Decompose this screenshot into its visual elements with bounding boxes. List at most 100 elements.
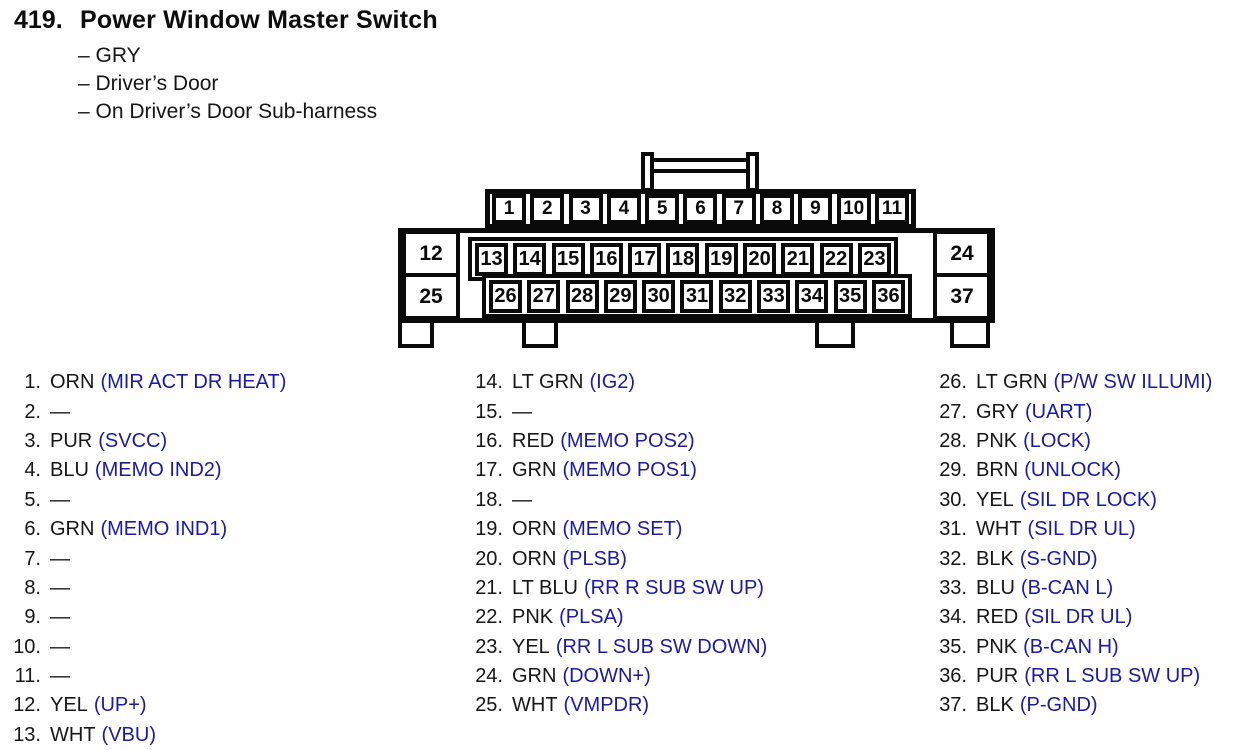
- pin-number: 5.: [24, 488, 41, 511]
- signal-name: (MEMO IND2): [94, 459, 222, 482]
- signal-name: (MEMO IND1): [100, 518, 228, 541]
- signal-name: (P/W SW ILLUMI): [1053, 371, 1213, 394]
- pin-cell-9: 9: [798, 194, 833, 224]
- pin-cell-16: 16: [589, 242, 623, 276]
- signal-name: (SIL DR UL): [1027, 518, 1136, 541]
- pin-cell-11: 11: [874, 194, 909, 224]
- pin-cell-30: 30: [642, 279, 676, 313]
- connector-mount-foot: [398, 319, 434, 348]
- pin-cell-23: 23: [857, 242, 891, 276]
- pin-number: 23.: [475, 635, 503, 658]
- pin-number: 27.: [939, 400, 967, 423]
- pin-number: 1.: [24, 371, 41, 394]
- subtitle-harness: – On Driver’s Door Sub-harness: [78, 100, 378, 123]
- wire-color: BRN: [976, 459, 1019, 482]
- signal-name: (PLSA): [559, 606, 624, 629]
- pin-list-item: 3.PUR(SVCC): [8, 427, 286, 456]
- pin-cell-21: 21: [781, 242, 815, 276]
- pin-cell-7: 7: [721, 194, 756, 224]
- pin-list-item: 26.LT GRN(P/W SW ILLUMI): [934, 368, 1212, 397]
- item-number: 419.: [14, 6, 63, 34]
- pin-list-item: 18.—: [470, 486, 767, 515]
- signal-name: (MEMO POS2): [560, 429, 695, 452]
- pin-list-item: 1.ORN(MIR ACT DR HEAT): [8, 368, 286, 397]
- signal-name: (UART): [1024, 400, 1093, 423]
- signal-name: (DOWN+): [562, 665, 651, 688]
- pin-list-item: 2.—: [8, 397, 286, 426]
- signal-name: (SVCC): [98, 429, 168, 452]
- pin-number: 21.: [475, 576, 503, 599]
- pin-number: 35.: [939, 635, 967, 658]
- pin-cell-36: 36: [871, 279, 905, 313]
- wire-color: PUR: [50, 429, 93, 452]
- pin-list-item: 28.PNK(LOCK): [934, 427, 1212, 456]
- pin-number: 22.: [475, 606, 503, 629]
- wire-color: —: [50, 488, 70, 511]
- wire-color: BLK: [976, 547, 1014, 570]
- pin-list-item: 34.RED(SIL DR UL): [934, 603, 1212, 632]
- wire-color: WHT: [50, 723, 96, 746]
- pin-number: 25.: [475, 694, 503, 717]
- pin-cell-14: 14: [513, 242, 547, 276]
- subtitle-location: – Driver’s Door: [78, 72, 219, 95]
- signal-name: (IG2): [589, 371, 636, 394]
- wire-color: BLK: [976, 694, 1014, 717]
- pin-list-item: 12.YEL(UP+): [8, 691, 286, 720]
- wire-color: YEL: [512, 635, 550, 658]
- pin-cell-2: 2: [530, 194, 565, 224]
- signal-name: (RR L SUB SW UP): [1024, 665, 1201, 688]
- pin-cell-17: 17: [628, 242, 662, 276]
- pin-number: 33.: [939, 576, 967, 599]
- signal-name: (SIL DR LOCK): [1019, 488, 1157, 511]
- wire-color: GRN: [512, 665, 557, 688]
- pin-list-item: 5. —: [8, 486, 286, 515]
- pin-cell-15: 15: [551, 242, 585, 276]
- pin-list-column-1: 1.ORN(MIR ACT DR HEAT)2.—3.PUR(SVCC)4.BL…: [8, 368, 286, 750]
- pin-cell-29: 29: [603, 279, 637, 313]
- wire-color: —: [50, 606, 70, 629]
- wire-color: BLU: [50, 459, 89, 482]
- wire-color: —: [50, 547, 70, 570]
- pin-number: 11.: [14, 665, 41, 688]
- pin-number: 30.: [939, 488, 967, 511]
- pin-cell-19: 19: [704, 242, 738, 276]
- signal-name: (LOCK): [1023, 429, 1091, 452]
- pin-list-column-2: 14.LT GRN(IG2)15.—16.RED(MEMO POS2)17.GR…: [470, 368, 767, 721]
- signal-name: (S-GND): [1019, 547, 1098, 570]
- pin-number: 12.: [13, 694, 41, 717]
- pin-cell-33: 33: [757, 279, 791, 313]
- wire-color: —: [512, 488, 532, 511]
- subtitle-connector-color: – GRY: [78, 44, 141, 67]
- connector-latch-post-left: [641, 152, 654, 192]
- pin-list-item: 17.GRN(MEMO POS1): [470, 456, 767, 485]
- wire-color: PNK: [976, 429, 1018, 452]
- pin-number: 9.: [24, 606, 41, 629]
- pin-number: 15.: [475, 400, 503, 423]
- pin-number: 34.: [939, 606, 967, 629]
- pin-list-item: 19.ORN(MEMO SET): [470, 515, 767, 544]
- pin-number: 6.: [24, 518, 41, 541]
- pin-cell-10: 10: [836, 194, 871, 224]
- wire-color: —: [50, 665, 70, 688]
- pin-cell-8: 8: [760, 194, 795, 224]
- wire-color: —: [512, 400, 532, 423]
- wire-color: BLU: [976, 576, 1015, 599]
- pin-number: 7.: [24, 547, 41, 570]
- pin-list-item: 23.YEL(RR L SUB SW DOWN): [470, 633, 767, 662]
- pin-list-item: 13.WHT(VBU): [8, 721, 286, 750]
- pin-cell-26: 26: [489, 279, 522, 313]
- pin-number: 16.: [475, 429, 503, 452]
- wire-color: —: [50, 400, 70, 423]
- wire-color: ORN: [512, 547, 557, 570]
- pin-cell-27: 27: [527, 279, 561, 313]
- pin-list-item: 9. —: [8, 603, 286, 632]
- pin-number: 13.: [13, 723, 41, 746]
- signal-name: (SIL DR UL): [1024, 606, 1133, 629]
- pin-list-item: 37.BLK(P-GND): [934, 691, 1212, 720]
- pin-cell-24: 24: [933, 230, 991, 277]
- wire-color: GRN: [50, 518, 95, 541]
- wire-color: PNK: [976, 635, 1018, 658]
- pin-number: 17.: [475, 459, 503, 482]
